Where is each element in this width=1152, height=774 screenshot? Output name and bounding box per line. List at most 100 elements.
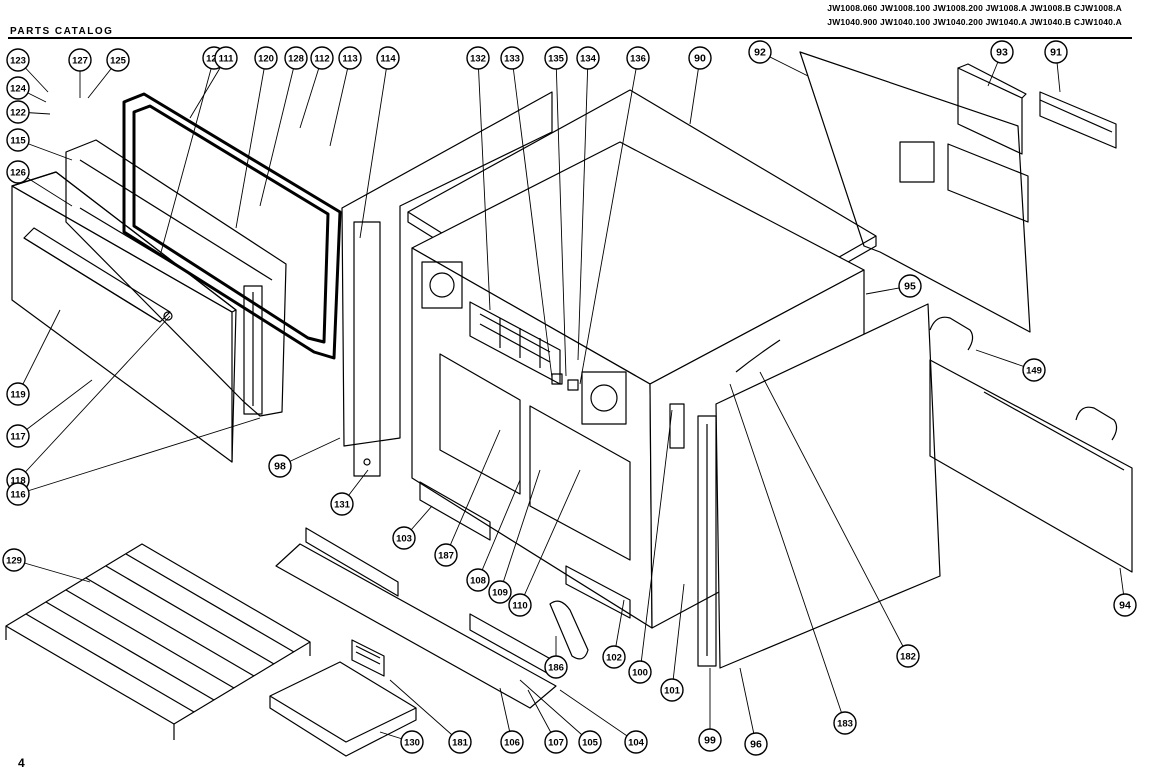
callout-bubble <box>833 711 857 735</box>
callout-bubble <box>508 593 532 617</box>
callout-98: 98 <box>268 454 292 478</box>
callout-bubble <box>1113 593 1137 617</box>
callout-100: 100 <box>628 660 652 684</box>
callout-133: 133 <box>500 46 524 70</box>
callout-leader-110 <box>519 469 581 606</box>
callout-109: 109 <box>488 580 512 604</box>
callout-182: 182 <box>896 644 920 668</box>
callout-93: 93 <box>990 40 1014 64</box>
callout-leader-182 <box>759 371 909 657</box>
callout-number: 131 <box>334 500 351 511</box>
callout-bubble <box>338 46 362 70</box>
callout-135: 135 <box>544 46 568 70</box>
callout-number: 107 <box>548 738 564 749</box>
callout-bubble <box>576 46 600 70</box>
callout-102: 102 <box>602 645 626 669</box>
callout-bubble <box>624 730 648 754</box>
callout-bubble <box>896 644 920 668</box>
callout-132: 132 <box>466 46 490 70</box>
callout-leader-118 <box>17 315 171 481</box>
callout-bubble <box>602 645 626 669</box>
callout-bubble <box>544 655 568 679</box>
callout-117: 117 <box>6 424 30 448</box>
callout-bubble <box>578 730 602 754</box>
callout-bubble <box>748 40 772 64</box>
callout-90: 90 <box>688 46 712 70</box>
callout-number: 93 <box>996 47 1008 59</box>
callout-leader-121 <box>159 57 215 257</box>
support-duct <box>419 481 631 660</box>
callout-bubble <box>376 46 400 70</box>
callout-number: 129 <box>6 556 22 567</box>
callout-91: 91 <box>1044 40 1068 64</box>
callout-number: 108 <box>470 576 486 587</box>
callout-number: 183 <box>837 719 853 730</box>
callout-number: 112 <box>314 54 329 65</box>
callout-number: 149 <box>1026 366 1042 377</box>
callout-128: 128 <box>284 46 308 70</box>
callout-number: 135 <box>548 54 565 65</box>
callout-leader-109 <box>499 469 541 593</box>
callout-number: 119 <box>10 390 25 401</box>
back-bracket <box>957 63 1027 155</box>
callout-bubble <box>106 48 130 72</box>
callout-111: 111 <box>214 46 238 70</box>
callout-bubble <box>68 48 92 72</box>
callout-124: 124 <box>6 76 30 100</box>
callout-bubble <box>6 424 30 448</box>
callout-95: 95 <box>898 274 922 298</box>
callout-number: 105 <box>582 738 599 749</box>
callout-leader-117 <box>17 379 93 437</box>
callout-130: 130 <box>400 730 424 754</box>
callout-number: 90 <box>694 53 706 65</box>
callout-bubble <box>310 46 334 70</box>
callout-bubble <box>434 543 458 567</box>
callout-number: 128 <box>288 54 304 65</box>
callout-126: 126 <box>6 160 30 184</box>
callout-bubble <box>6 382 30 406</box>
callout-bubble <box>466 568 490 592</box>
callout-number: 99 <box>704 735 716 747</box>
callout-number: 187 <box>438 551 454 562</box>
callout-leader-120 <box>235 57 267 229</box>
callout-108: 108 <box>466 568 490 592</box>
callout-number: 132 <box>470 54 486 65</box>
callout-96: 96 <box>744 732 768 756</box>
callout-bubble <box>284 46 308 70</box>
callout-136: 136 <box>626 46 650 70</box>
back-panel <box>799 51 1031 333</box>
callout-105: 105 <box>578 730 602 754</box>
callout-bubble <box>688 46 712 70</box>
callout-bubble <box>626 46 650 70</box>
callout-bubble <box>214 46 238 70</box>
callout-bubble <box>990 40 1014 64</box>
callout-number: 123 <box>10 56 26 67</box>
callout-number: 115 <box>10 136 26 147</box>
callout-bubble <box>544 46 568 70</box>
header-rule <box>8 37 1132 39</box>
callout-number: 109 <box>492 588 508 599</box>
callout-bubble <box>6 76 30 100</box>
carry-handle <box>929 316 1118 441</box>
door-hinge-strip <box>243 285 263 415</box>
callout-number: 124 <box>10 84 27 95</box>
callout-bubble <box>6 48 30 72</box>
catalog-title: PARTS CATALOG <box>10 26 114 37</box>
callout-leader-181 <box>389 679 461 743</box>
callout-186: 186 <box>544 655 568 679</box>
back-small-bracket <box>1039 91 1117 149</box>
callout-leader-135 <box>555 57 567 377</box>
callout-101: 101 <box>660 678 684 702</box>
callout-104: 104 <box>624 730 648 754</box>
callout-leader-133 <box>511 57 553 379</box>
callout-bubble <box>466 46 490 70</box>
callout-number: 96 <box>750 739 762 751</box>
callout-bubble <box>898 274 922 298</box>
callout-number: 133 <box>504 54 520 65</box>
callout-bubble <box>744 732 768 756</box>
callout-129: 129 <box>2 548 26 572</box>
callout-number: 118 <box>10 476 25 487</box>
callout-103: 103 <box>392 526 416 550</box>
